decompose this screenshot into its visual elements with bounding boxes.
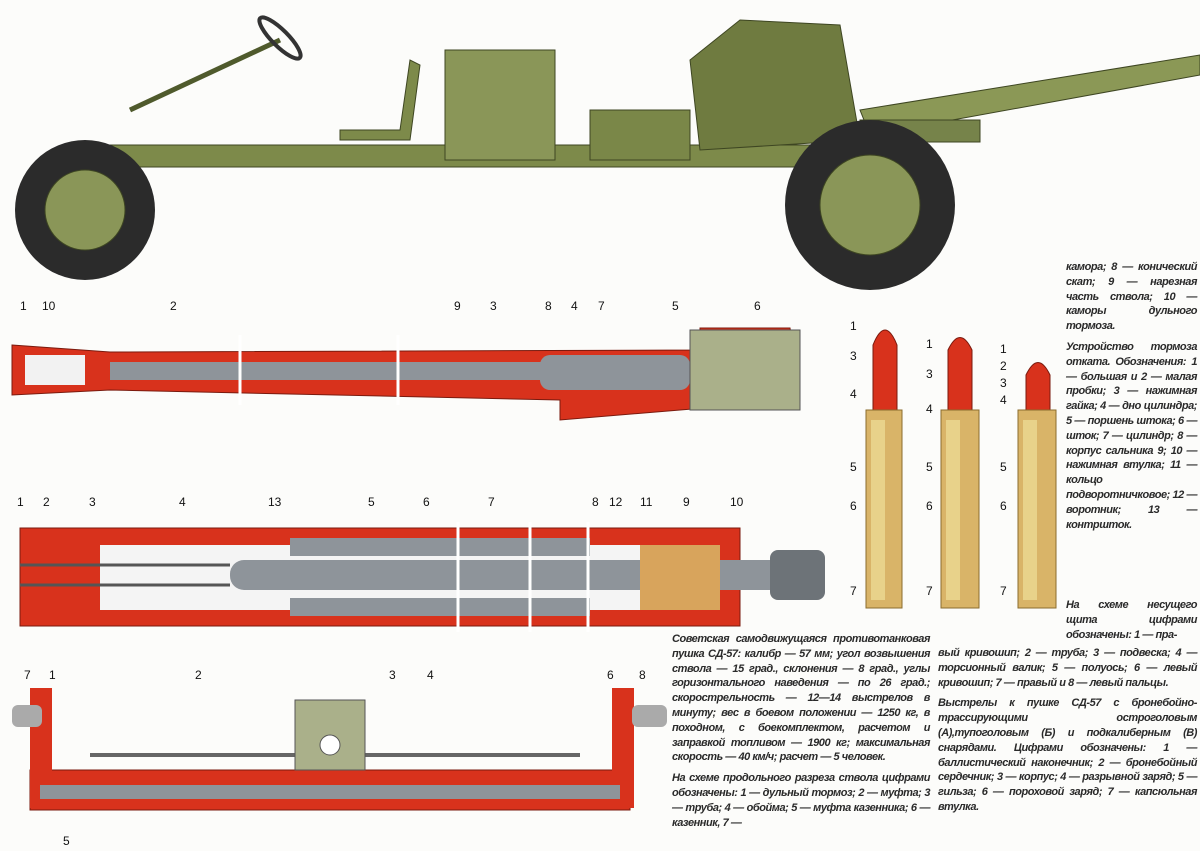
brake-label: 1 xyxy=(17,495,24,509)
carriage-label: 7 xyxy=(24,668,31,682)
shell-c xyxy=(1017,362,1057,609)
carriage-label: 1 xyxy=(49,668,56,682)
shell-b-label: 7 xyxy=(926,584,933,598)
carriage-label: 4 xyxy=(427,668,434,682)
brake-label: 3 xyxy=(89,495,96,509)
shell-b-label: 3 xyxy=(926,367,933,381)
shell-c-label: 2 xyxy=(1000,359,1007,373)
shell-c-label: 1 xyxy=(1000,342,1007,356)
carriage-label: 3 xyxy=(389,668,396,682)
shell-c-label: 3 xyxy=(1000,376,1007,390)
shell-b-label: 6 xyxy=(926,499,933,513)
shell-c-label: 5 xyxy=(1000,460,1007,474)
shell-a xyxy=(865,329,903,609)
shield-legend-continued: вый кривошип; 2 — труба; 3 — подвеска; 4… xyxy=(938,647,1197,689)
barrel-label: 2 xyxy=(170,299,177,313)
shell-a-label: 6 xyxy=(850,499,857,513)
shell-a-label: 1 xyxy=(850,319,857,333)
brake-label: 13 xyxy=(268,495,282,509)
brake-label: 7 xyxy=(488,495,495,509)
brake-label: 11 xyxy=(640,495,653,509)
barrel-label: 9 xyxy=(454,299,461,313)
shell-c-label: 4 xyxy=(1000,393,1007,407)
brake-label: 10 xyxy=(730,495,744,509)
shell-a-label: 7 xyxy=(850,584,857,598)
lower-right-text: вый кривошип; 2 — труба; 3 — подвеска; 4… xyxy=(938,646,1197,815)
barrel-section xyxy=(11,327,801,421)
shell-a-label: 4 xyxy=(850,387,857,401)
shell-c-label: 6 xyxy=(1000,499,1007,513)
brake-label: 6 xyxy=(423,495,430,509)
carrying-shield-section xyxy=(12,688,667,811)
barrel-label: 1 xyxy=(20,299,27,313)
brake-label: 4 xyxy=(179,495,186,509)
shell-b-label: 1 xyxy=(926,337,933,351)
barrel-label: 4 xyxy=(571,299,578,313)
brake-label: 2 xyxy=(43,495,50,509)
shield-legend-start: На схеме несущего щита цифрами обозначен… xyxy=(1066,599,1197,641)
brake-label: 8 xyxy=(592,495,599,509)
carriage-label: 6 xyxy=(607,668,614,682)
lower-middle-text: Советская самодвижущаяся противотанковая… xyxy=(672,632,930,830)
barrel-label: 5 xyxy=(672,299,679,313)
shell-b-label: 5 xyxy=(926,460,933,474)
barrel-legend: На схеме продольного разреза ствола цифр… xyxy=(672,772,930,829)
carriage-label: 5 xyxy=(63,834,70,848)
shell-b xyxy=(940,337,980,609)
carriage-label: 8 xyxy=(639,668,646,682)
barrel-legend-continued: камора; 8 — конический скат; 9 — нарезна… xyxy=(1066,261,1197,333)
barrel-label: 8 xyxy=(545,299,552,313)
recoil-brake-legend: Устройство тормоза отката. Обозначения: … xyxy=(1066,340,1197,531)
brake-label: 9 xyxy=(683,495,690,509)
rounds-legend: Выстрелы к пушке СД-57 с бронебойно-трас… xyxy=(938,697,1197,813)
right-column-text: камора; 8 — конический скат; 9 — нарезна… xyxy=(1066,260,1197,532)
shell-a-label: 3 xyxy=(850,349,857,363)
recoil-brake-section xyxy=(19,522,825,632)
shell-a-label: 5 xyxy=(850,460,857,474)
carriage-label: 2 xyxy=(195,668,202,682)
shell-c-label: 7 xyxy=(1000,584,1007,598)
barrel-label: 10 xyxy=(42,299,56,313)
brake-label: 5 xyxy=(368,495,375,509)
shell-b-label: 4 xyxy=(926,402,933,416)
brake-label: 12 xyxy=(609,495,623,509)
barrel-label: 6 xyxy=(754,299,761,313)
specifications-text: Советская самодвижущаяся противотанковая… xyxy=(672,633,930,764)
vehicle-side-view xyxy=(15,15,1200,290)
barrel-label: 3 xyxy=(490,299,497,313)
barrel-label: 7 xyxy=(598,299,605,313)
